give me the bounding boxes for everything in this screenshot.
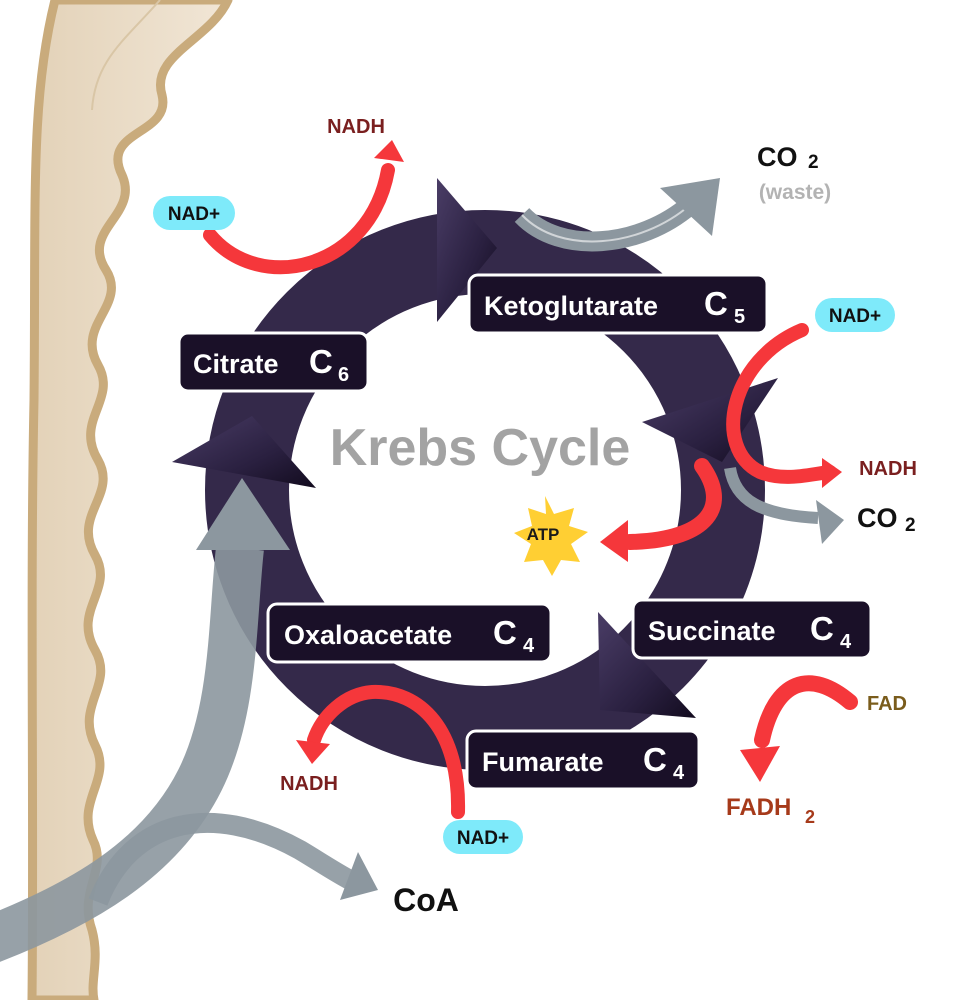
fadh2-text: FADH — [726, 794, 791, 821]
carbon-symbol: C — [810, 610, 834, 647]
molecule-name: Citrate — [193, 349, 279, 379]
co2-waste-arrow — [514, 178, 720, 252]
carbon-count: 6 — [338, 364, 349, 386]
coa-label: CoA — [393, 882, 459, 918]
carbon-count: 4 — [523, 635, 535, 657]
molecule-name: Fumarate — [482, 747, 604, 777]
nadh-label-top: NADH — [327, 116, 385, 138]
carbon-count: 4 — [840, 631, 852, 653]
co2-arrow-right — [724, 466, 844, 544]
molecule-name: Oxaloacetate — [284, 620, 452, 650]
cycle-arrowhead-top — [437, 178, 497, 322]
co2-subscript: 2 — [905, 515, 916, 536]
co2-text: CO — [757, 142, 798, 172]
carbon-count: 4 — [673, 762, 685, 784]
cycle-arrowhead-bottom-right — [598, 612, 696, 718]
molecule-ketoglutarate: Ketoglutarate C 5 — [467, 273, 769, 335]
carbon-symbol: C — [704, 285, 728, 322]
nad-badge-top-left: NAD+ — [153, 196, 235, 230]
fadh2-label: FADH 2 — [726, 794, 815, 827]
molecule-fumarate: Fumarate C 4 — [465, 729, 701, 791]
atp-arrow — [600, 458, 722, 562]
nadh-label-bottom: NADH — [280, 773, 338, 795]
molecule-citrate: Citrate C 6 — [177, 331, 370, 393]
molecule-name: Succinate — [648, 616, 776, 646]
co2-text: CO — [857, 503, 898, 533]
co2-waste-label: CO 2 (waste) — [757, 142, 831, 204]
coa-input-arrow — [0, 478, 378, 962]
carbon-count: 5 — [734, 306, 745, 328]
nadh-arrow-right — [726, 323, 842, 488]
carbon-symbol: C — [643, 741, 667, 778]
atp-star-icon — [514, 496, 588, 576]
co2-subscript: 2 — [808, 152, 819, 173]
cycle-arrowhead-left — [172, 416, 316, 488]
molecule-succinate: Succinate C 4 — [631, 598, 873, 660]
fadh2-arrow — [740, 675, 858, 782]
molecule-oxaloacetate: Oxaloacetate C 4 — [266, 602, 553, 664]
atp-badge: ATP — [514, 496, 588, 576]
co2-waste-note: (waste) — [759, 181, 831, 204]
nad-label: NAD+ — [168, 204, 220, 225]
nad-badge-bottom: NAD+ — [443, 820, 523, 854]
carbon-symbol: C — [493, 614, 517, 651]
diagram-title: Krebs Cycle — [330, 419, 631, 477]
nadh-label-right: NADH — [859, 458, 917, 480]
fad-label: FAD — [867, 693, 907, 715]
atp-label: ATP — [527, 525, 560, 544]
mitochondrial-membrane — [27, 0, 233, 1000]
carbon-symbol: C — [309, 343, 333, 380]
molecule-name: Ketoglutarate — [484, 291, 658, 321]
nadh-arrow-bottom — [296, 684, 466, 819]
co2-right-label: CO 2 — [857, 503, 916, 536]
fadh2-subscript: 2 — [805, 807, 815, 827]
nadh-arrow-top — [203, 140, 404, 275]
nad-label: NAD+ — [829, 306, 881, 327]
nad-label: NAD+ — [457, 828, 509, 849]
nad-badge-right: NAD+ — [815, 298, 895, 332]
